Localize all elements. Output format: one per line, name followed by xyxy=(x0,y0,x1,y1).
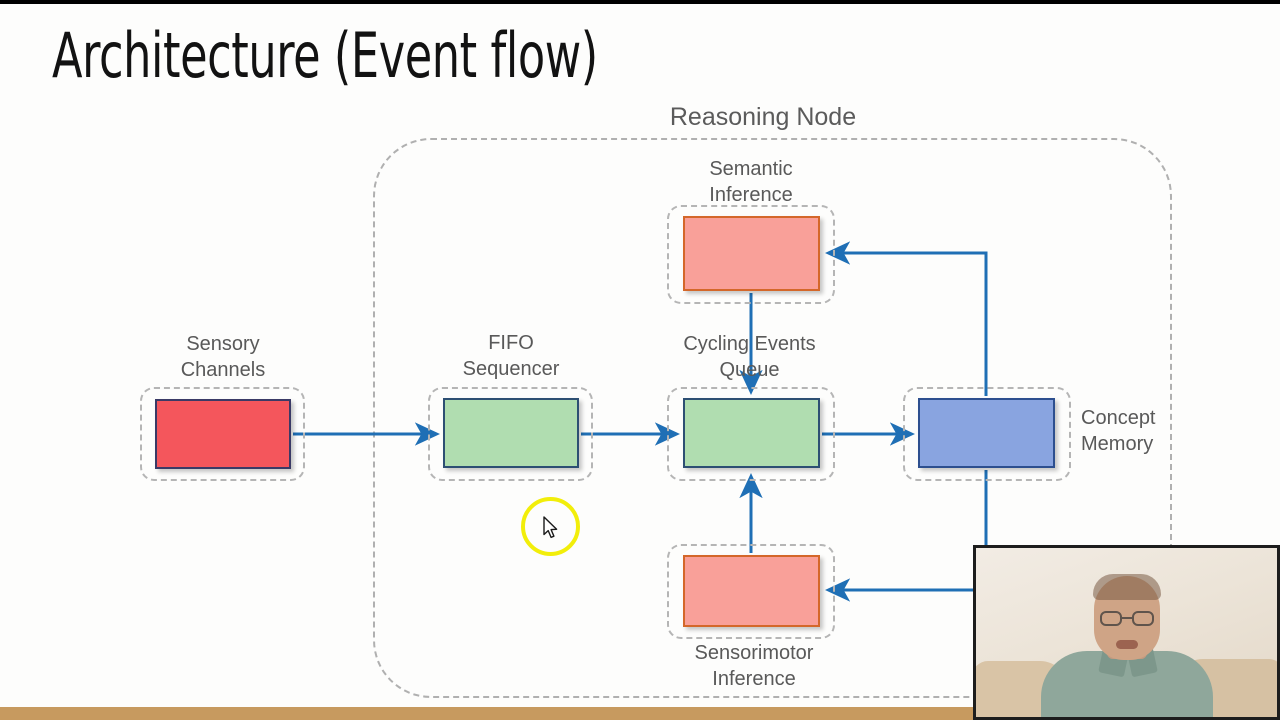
node-box-fifo-sequencer[interactable] xyxy=(443,398,579,468)
letterbox-top-bar xyxy=(0,0,1280,4)
node-label-semantic-inference: Semantic Inference xyxy=(709,158,793,206)
webcam-presenter-glasses-bridge xyxy=(1121,617,1132,619)
page-title: Architecture (Event flow) xyxy=(52,19,598,92)
node-wrap-sensory-channels xyxy=(140,387,305,481)
arrow-pointer-icon xyxy=(543,516,558,539)
node-box-sensorimotor-inference[interactable] xyxy=(683,555,820,627)
node-wrap-cycling-events-queue xyxy=(667,387,835,481)
node-box-sensory-channels[interactable] xyxy=(155,399,291,469)
webcam-presenter-glasses-left xyxy=(1099,611,1122,626)
webcam-video-frame xyxy=(976,548,1277,717)
node-label-sensory-channels: Sensory Channels xyxy=(180,333,266,381)
webcam-presenter-glasses-right xyxy=(1131,611,1154,626)
node-label-sensorimotor-inference: Sensorimotor Inference xyxy=(694,642,814,690)
node-wrap-sensorimotor-inference xyxy=(667,544,835,639)
node-box-cycling-events-queue[interactable] xyxy=(683,398,820,468)
group-box-reasoning-node xyxy=(373,138,1172,698)
node-wrap-semantic-inference xyxy=(667,205,835,304)
node-wrap-fifo-sequencer xyxy=(428,387,593,481)
node-label-concept-memory: Concept Memory xyxy=(1081,407,1156,455)
node-wrap-concept-memory xyxy=(903,387,1071,481)
node-label-fifo-sequencer: FIFO Sequencer xyxy=(462,332,560,380)
webcam-presenter-mouth xyxy=(1115,640,1138,649)
cursor-highlight-ring xyxy=(521,497,580,556)
node-label-cycling-events-queue: Cycling Events Queue xyxy=(683,333,816,381)
webcam-overlay[interactable] xyxy=(973,545,1280,720)
node-box-concept-memory[interactable] xyxy=(918,398,1055,468)
webcam-presenter-hair xyxy=(1092,574,1161,600)
group-title-reasoning-node: Reasoning Node xyxy=(669,103,857,131)
node-box-semantic-inference[interactable] xyxy=(683,216,820,291)
slide-accent-band xyxy=(0,707,1280,720)
